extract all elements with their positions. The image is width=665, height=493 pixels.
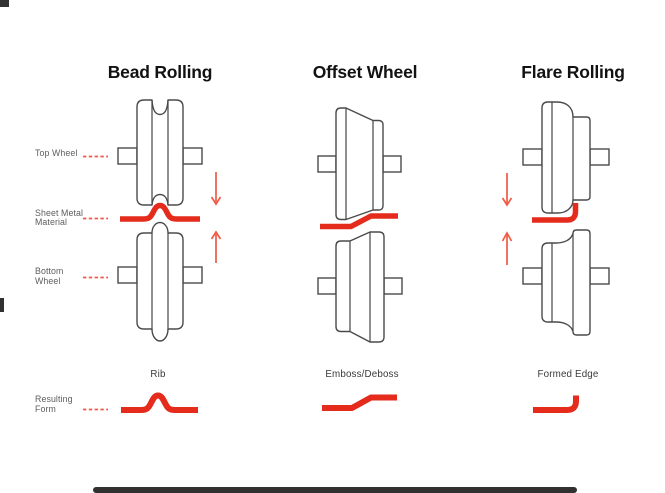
bead-bottom-wheel xyxy=(136,221,184,342)
bead-up-arrow-icon xyxy=(210,230,222,263)
form-label-formed-edge: Formed Edge xyxy=(537,369,599,380)
flare-bottom-wheel-left-axle xyxy=(522,267,543,285)
bead-rolling-group xyxy=(117,99,222,413)
bead-top-wheel-right-axle xyxy=(182,147,203,165)
label-resulting-form: Resulting Form xyxy=(35,394,97,414)
flare-top-wheel-face-edges xyxy=(551,102,574,213)
column-title-offset-wheel: Offset Wheel xyxy=(312,62,418,82)
bead-down-arrow-icon xyxy=(210,172,222,206)
label-sheet-metal-material: Sheet Metal Material xyxy=(35,207,97,228)
label-resulting-form-line1: Resulting xyxy=(35,394,73,404)
bead-bottom-wheel-left-axle xyxy=(117,266,138,284)
bead-sheet-metal xyxy=(120,202,200,222)
flare-down-arrow-icon xyxy=(501,173,513,207)
label-top-wheel-line1: Top Wheel xyxy=(35,148,78,158)
label-top-wheel: Top Wheel xyxy=(35,148,97,159)
column-title-bead-rolling: Bead Rolling xyxy=(107,62,213,82)
offset-bottom-wheel-left-axle xyxy=(317,277,337,295)
rib-form-shape xyxy=(121,392,198,413)
offset-bottom-wheel xyxy=(335,231,385,343)
flare-rolling-group xyxy=(501,101,610,413)
offset-bottom-wheel-face-edges xyxy=(349,232,371,342)
label-dashes xyxy=(83,155,108,411)
offset-top-wheel-right-axle xyxy=(382,155,402,173)
form-label-rib: Rib xyxy=(150,369,166,380)
flare-bottom-wheel-right-axle xyxy=(589,267,610,285)
label-bottom-wheel-line2: Wheel xyxy=(35,275,61,286)
bead-top-wheel xyxy=(136,99,184,206)
offset-sheet-metal xyxy=(320,213,398,230)
left-edge-artifact xyxy=(0,298,4,312)
flare-sheet-metal xyxy=(532,203,579,223)
flare-top-wheel-right-axle xyxy=(589,148,610,166)
column-title-flare-rolling: Flare Rolling xyxy=(521,62,625,82)
offset-top-wheel xyxy=(335,107,384,221)
label-sheet-metal-line2: Material xyxy=(35,217,68,228)
label-sheet-metal-line1: Sheet Metal xyxy=(35,207,84,218)
bead-top-wheel-groove-edges xyxy=(151,100,169,205)
flare-up-arrow-icon xyxy=(501,231,513,265)
offset-top-wheel-face-edges xyxy=(345,108,374,220)
bead-top-wheel-left-axle xyxy=(117,147,138,165)
offset-top-wheel-left-axle xyxy=(317,155,337,173)
offset-wheel-group xyxy=(317,107,403,411)
flare-top-wheel xyxy=(541,101,591,214)
bottom-bar-artifact xyxy=(93,487,577,493)
label-bottom-wheel: Bottom Wheel xyxy=(35,266,97,286)
label-bottom-wheel-line1: Bottom xyxy=(35,266,64,276)
flare-top-wheel-left-axle xyxy=(522,148,543,166)
corner-artifact xyxy=(0,0,9,7)
flare-bottom-wheel-face-edges xyxy=(551,234,574,331)
bead-bottom-wheel-ridge-edges xyxy=(151,233,169,329)
form-label-emboss-deboss: Emboss/Deboss xyxy=(325,369,399,380)
label-resulting-form-line2: Form xyxy=(35,403,56,414)
offset-bottom-wheel-right-axle xyxy=(383,277,403,295)
emboss-form-shape xyxy=(322,394,397,411)
bead-bottom-wheel-right-axle xyxy=(182,266,203,284)
formed-edge-form-shape xyxy=(533,395,579,413)
flare-bottom-wheel xyxy=(541,229,591,336)
